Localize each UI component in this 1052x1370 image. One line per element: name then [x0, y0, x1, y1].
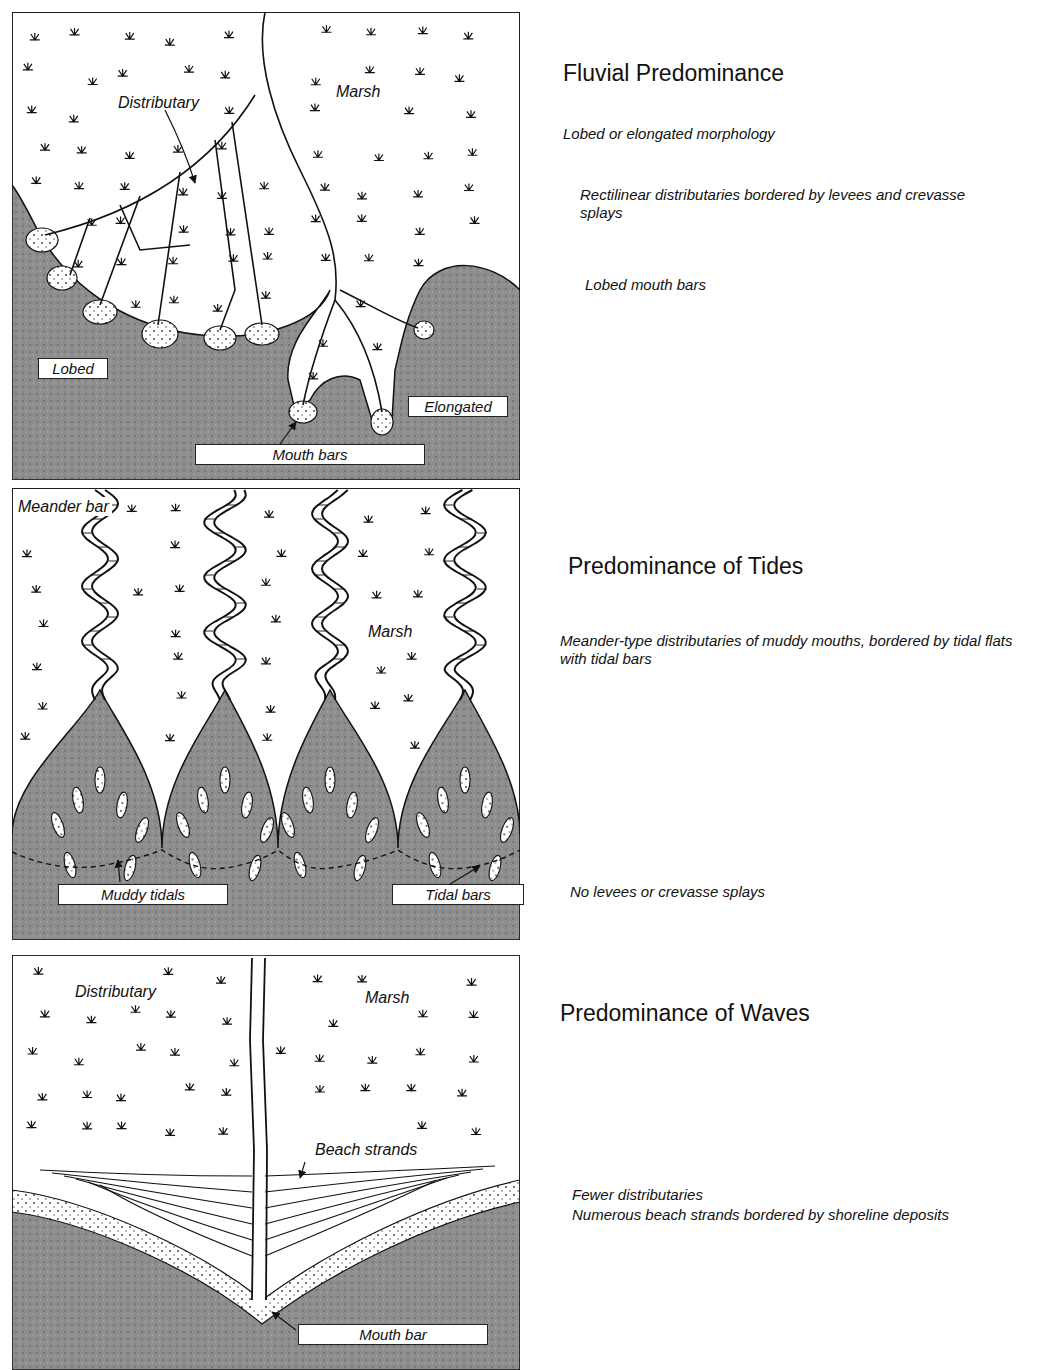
label-text: Elongated: [424, 398, 492, 415]
feature-label: Beach strands: [312, 1140, 420, 1159]
panel-heading: Predominance of Tides: [568, 553, 803, 581]
leader-line: [300, 1162, 305, 1178]
feature-label: Meander bar: [15, 497, 112, 516]
label-box: Elongated: [408, 396, 508, 417]
label-box: Lobed: [38, 358, 108, 379]
land: [12, 12, 520, 420]
description-note: Meander-type distributaries of muddy mou…: [560, 632, 1040, 668]
tidal-flat-edge: [12, 850, 520, 869]
sea: [12, 955, 520, 1370]
description-note: Numerous beach strands bordered by shore…: [572, 1206, 1050, 1224]
label-box: Mouth bar: [298, 1324, 488, 1345]
description-note: Lobed or elongated morphology: [563, 125, 775, 143]
tidal-bars: [49, 767, 516, 882]
land: [12, 488, 520, 848]
description-note: No levees or crevasse splays: [570, 883, 765, 901]
land: [12, 955, 520, 1300]
mouth-bars: [26, 228, 434, 435]
leader-line: [450, 866, 480, 884]
feature-label: Distributary: [118, 93, 199, 112]
label-text: Lobed: [52, 360, 94, 377]
sea: [12, 12, 520, 480]
label-box: Mouth bars: [195, 444, 425, 465]
panel-heading: Fluvial Predominance: [563, 60, 784, 88]
feature-label: Marsh: [336, 82, 380, 101]
sea: [12, 488, 520, 940]
label-text: Mouth bar: [359, 1326, 427, 1343]
fluvial-panel: [12, 12, 520, 480]
label-text: Muddy tidals: [101, 886, 185, 903]
leader-line: [165, 110, 195, 183]
label-text: Mouth bars: [272, 446, 347, 463]
leader-line: [272, 1312, 296, 1330]
meander-channels: [81, 490, 487, 700]
distributaries: [45, 12, 418, 412]
description-note: Fewer distributaries: [572, 1186, 703, 1204]
feature-label: Marsh: [365, 988, 409, 1007]
distributary-channel: [250, 958, 267, 1300]
label-text: Tidal bars: [425, 886, 491, 903]
leader-line: [118, 860, 120, 882]
label-box: Tidal bars: [392, 884, 524, 905]
marsh-symbols: [20, 25, 481, 1135]
label-box: Muddy tidals: [58, 884, 228, 905]
tidal-panel: [12, 488, 520, 940]
wave-panel: [12, 955, 520, 1370]
description-note: Rectilinear distributaries bordered by l…: [580, 186, 1010, 222]
feature-label: Distributary: [75, 982, 156, 1001]
description-note: Lobed mouth bars: [585, 276, 706, 294]
feature-label: Marsh: [368, 622, 412, 641]
leader-line: [280, 422, 296, 444]
panel-heading: Predominance of Waves: [560, 1000, 810, 1028]
